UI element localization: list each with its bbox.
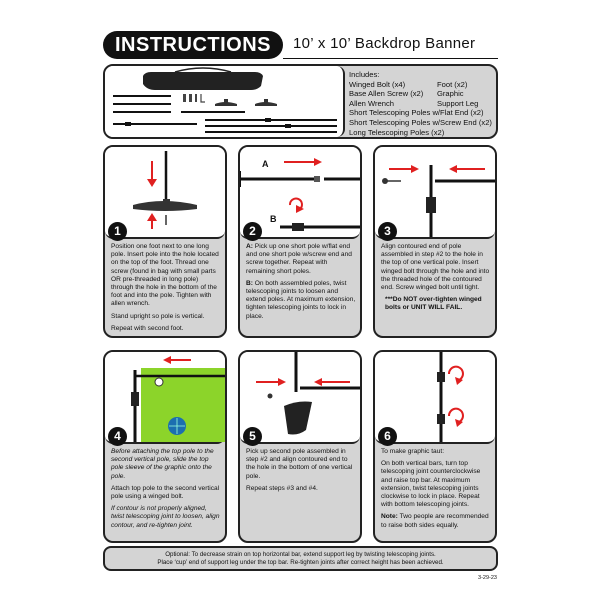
list-item: Short Telescoping Poles w/Flat End (x2) bbox=[349, 108, 484, 118]
optional-line: Optional: To decrease strain on top hori… bbox=[165, 551, 436, 558]
step-paragraph: Before attaching the top pole to the sec… bbox=[111, 448, 214, 480]
header-rule bbox=[283, 58, 498, 59]
list-item: Support Leg bbox=[437, 98, 479, 108]
parts-illustration bbox=[105, 66, 345, 137]
optional-panel: Optional: To decrease strain on top hori… bbox=[103, 546, 498, 571]
step-1-panel: 1 Position one foot next to one long pol… bbox=[103, 145, 227, 338]
note-label: Note: bbox=[381, 513, 398, 521]
label-b: B bbox=[270, 214, 277, 224]
step-paragraph: B: On both assembled poles, twist telesc… bbox=[246, 280, 356, 321]
step-1-text: Position one foot next to one long pole.… bbox=[111, 243, 221, 336]
allen-wrench-icon bbox=[200, 94, 205, 103]
page-subtitle: 10’ x 10’ Backdrop Banner bbox=[293, 35, 476, 52]
carry-bag-icon bbox=[143, 72, 263, 90]
foot-icon bbox=[284, 401, 312, 435]
list-item: Short Telescoping Poles w/Screw End (x2) bbox=[349, 117, 492, 127]
header: INSTRUCTIONS 10’ x 10’ Backdrop Banner bbox=[103, 31, 498, 61]
step-4-panel: 4 Before attaching the top pole to the s… bbox=[103, 350, 227, 543]
step-number: 5 bbox=[243, 427, 262, 446]
list-item: Winged Bolt (x4) bbox=[349, 79, 406, 89]
includes-panel: Includes: Winged Bolt (x4) Foot (x2) Bas… bbox=[103, 64, 498, 139]
step-paragraph: To make graphic taut: bbox=[381, 448, 445, 455]
step-paragraph: Repeat steps #3 and #4. bbox=[246, 484, 318, 492]
page-title: INSTRUCTIONS bbox=[103, 31, 283, 59]
step-3-panel: 3 Align contoured end of pole assembled … bbox=[373, 145, 497, 338]
list-item: Base Allen Screw (x2) bbox=[349, 89, 424, 99]
includes-list: Includes: Winged Bolt (x4) Foot (x2) Bas… bbox=[349, 70, 492, 137]
step-4-text: Before attaching the top pole to the sec… bbox=[111, 448, 221, 534]
warning-text: ***Do NOT over-tighten winged bolts or U… bbox=[385, 296, 482, 312]
step-paragraph: Position one foot next to one long pole.… bbox=[111, 243, 219, 308]
step-2-illustration: A B bbox=[240, 147, 360, 239]
step-number: 6 bbox=[378, 427, 397, 446]
includes-heading: Includes: bbox=[349, 70, 380, 79]
step-paragraph: A: Pick up one short pole w/flat end and… bbox=[246, 243, 356, 276]
parts-drawing bbox=[113, 67, 337, 133]
step-6-panel: 6 To make graphic taut: On both vertical… bbox=[373, 350, 497, 543]
step-6-text: To make graphic taut: On both vertical b… bbox=[381, 448, 491, 534]
winged-bolt-icon bbox=[382, 178, 388, 184]
step-paragraph: Align contoured end of pole assembled in… bbox=[381, 243, 490, 292]
winged-bolt-icon bbox=[267, 393, 273, 399]
step-1-illustration bbox=[105, 147, 225, 239]
step-3-illustration bbox=[375, 147, 495, 239]
note-text: Two people are recommended to raise both… bbox=[381, 513, 489, 529]
step-2-text: A: Pick up one short pole w/flat end and… bbox=[246, 243, 356, 325]
step-number: 4 bbox=[108, 427, 127, 446]
step-2-panel: A B 2 A: Pick up one short pole w/flat e… bbox=[238, 145, 362, 338]
step-paragraph: Attach top pole to the second vertical p… bbox=[111, 484, 220, 501]
step-text: On both assembled poles, twist telescopi… bbox=[246, 279, 356, 320]
step-5-panel: 5 Pick up second pole assembled in step … bbox=[238, 350, 362, 543]
step-paragraph: Stand upright so pole is vertical. bbox=[111, 312, 205, 320]
list-item: Long Telescoping Poles (x2) bbox=[349, 127, 445, 137]
label-a: A bbox=[262, 159, 269, 169]
list-item: Graphic bbox=[437, 89, 464, 99]
step-paragraph: Repeat with second foot. bbox=[111, 324, 184, 332]
rotate-arrow-icon bbox=[289, 197, 303, 210]
step-paragraph: Pick up second pole assembled in step #2… bbox=[246, 448, 353, 480]
step-6-illustration bbox=[375, 352, 495, 444]
list-item: Allen Wrench bbox=[349, 98, 395, 108]
step-label: B: bbox=[246, 279, 253, 287]
step-paragraph: On both vertical bars, turn top telescop… bbox=[381, 460, 481, 509]
optional-text: Optional: To decrease strain on top hori… bbox=[105, 551, 496, 567]
rotate-counterclockwise-icon bbox=[447, 365, 464, 381]
step-5-text: Pick up second pole assembled in step #2… bbox=[246, 448, 356, 497]
step-label: A: bbox=[246, 243, 253, 250]
list-item: Foot (x2) bbox=[437, 79, 468, 89]
optional-line: Place ‘cup’ end of support leg under the… bbox=[157, 559, 444, 566]
step-number: 3 bbox=[378, 222, 397, 241]
step-paragraph: If contour is not properly aligned, twis… bbox=[111, 505, 220, 529]
step-text: Pick up one short pole w/flat end and on… bbox=[246, 243, 352, 275]
revision-date: 3-29-23 bbox=[478, 575, 497, 581]
step-3-text: Align contoured end of pole assembled in… bbox=[381, 243, 491, 317]
step-number: 2 bbox=[243, 222, 262, 241]
step-4-illustration bbox=[105, 352, 225, 444]
rotate-clockwise-icon bbox=[447, 407, 464, 423]
winged-bolt-icon bbox=[183, 94, 186, 102]
foot-icon bbox=[133, 201, 197, 211]
step-5-illustration bbox=[240, 352, 360, 444]
step-number: 1 bbox=[108, 222, 127, 241]
step-paragraph: Note: Two people are recommended to rais… bbox=[381, 513, 491, 529]
